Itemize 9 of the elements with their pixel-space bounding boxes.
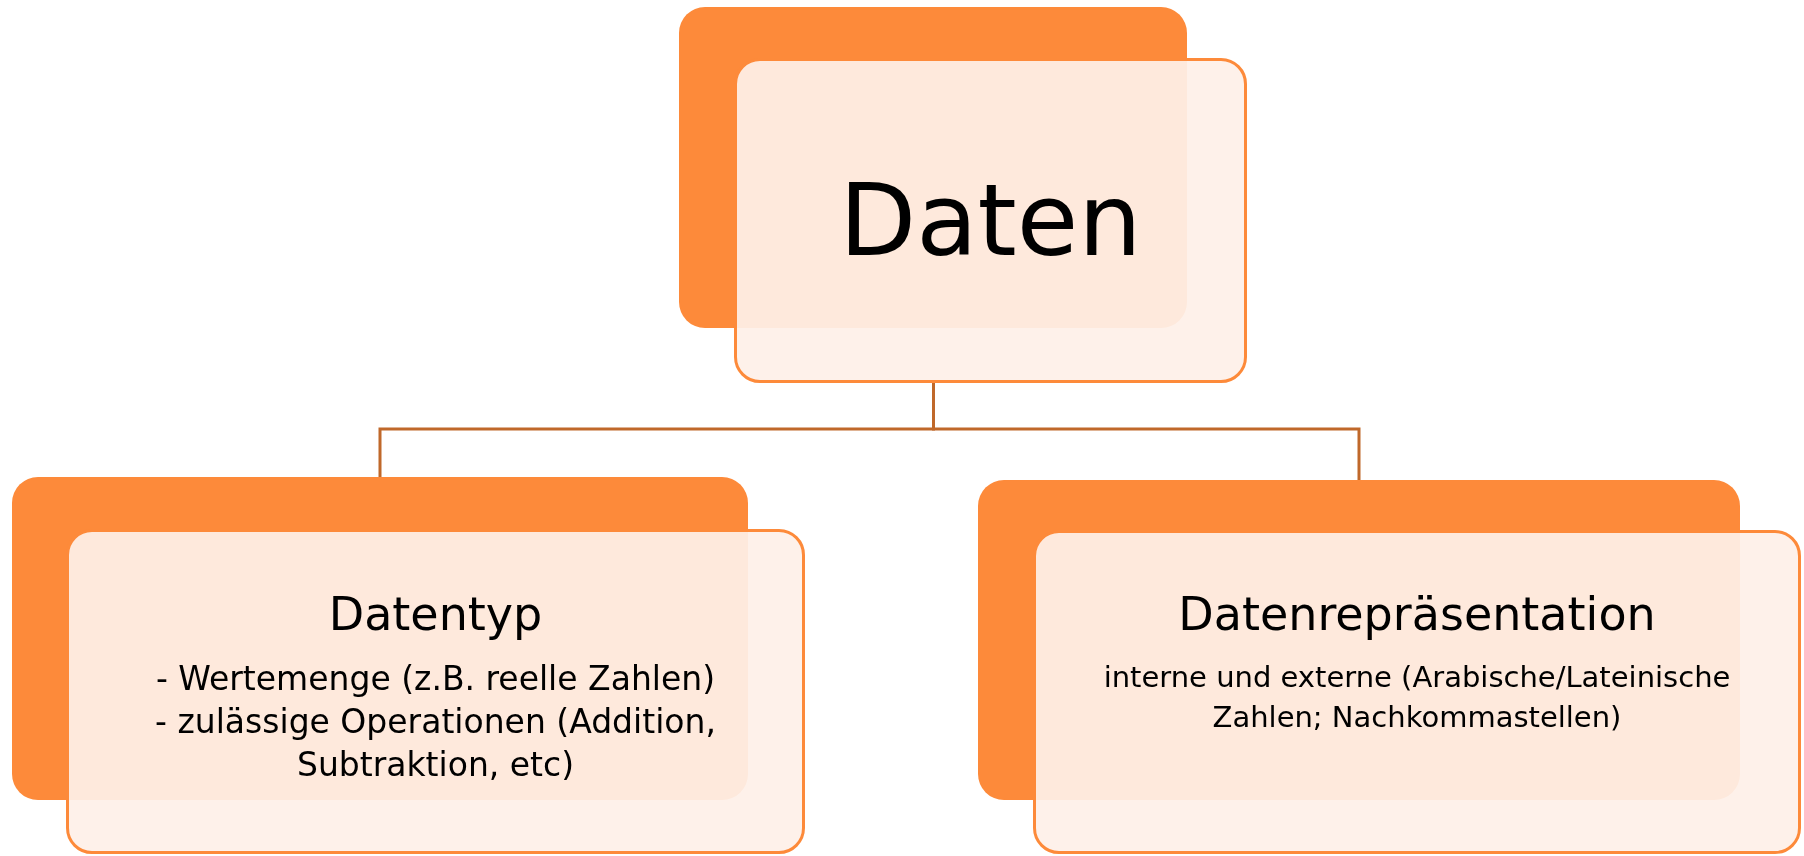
hierarchy-card <box>978 480 1801 854</box>
body-text: interne und externe (Arabische/Lateinische Zahlen; Nachkommastellen) <box>1102 659 1732 736</box>
heading: Datenrepräsentation <box>1178 587 1656 643</box>
hierarchy-card <box>679 7 1247 383</box>
hierarchy-card <box>12 477 805 854</box>
body-text: - Wertemenge (z.B. reelle Zahlen) <box>155 657 716 700</box>
title-text: Daten <box>839 165 1142 276</box>
body-text: - zulässige Operationen (Addition, Subtraktion, etc) <box>154 700 717 786</box>
heading: Datentyp <box>328 586 543 642</box>
